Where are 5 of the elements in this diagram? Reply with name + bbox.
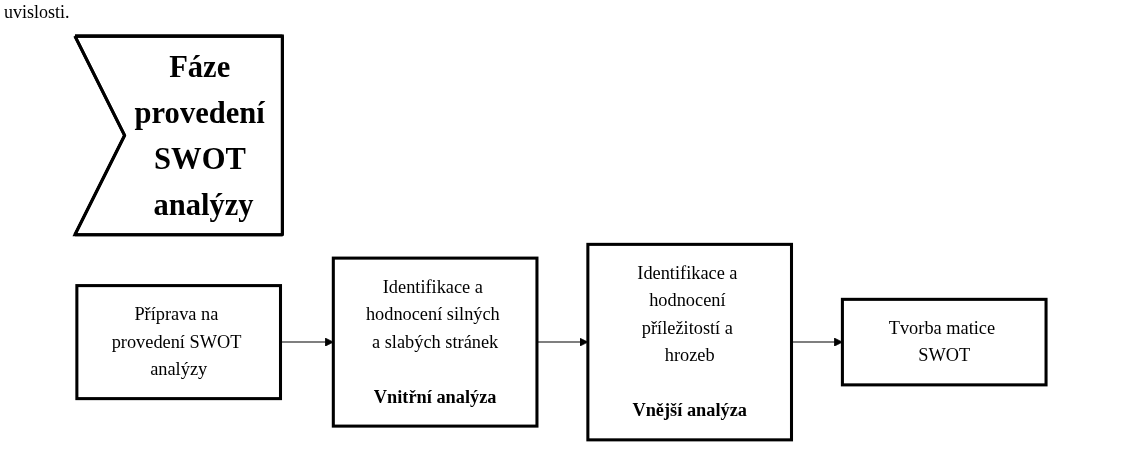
node-box: Příprava na provedení SWOT analýzy: [75, 284, 283, 401]
node-box: Identifikace a hodnocení příležitostí a hrozeb Vnější analýza: [586, 242, 794, 442]
node-box: Tvorba matice SWOT: [840, 297, 1048, 387]
text-fragment: uvislosti.: [4, 2, 70, 22]
node-box: Identifikace a hodnocení silných a slabých stránek Vnitřní analýza: [331, 256, 539, 428]
